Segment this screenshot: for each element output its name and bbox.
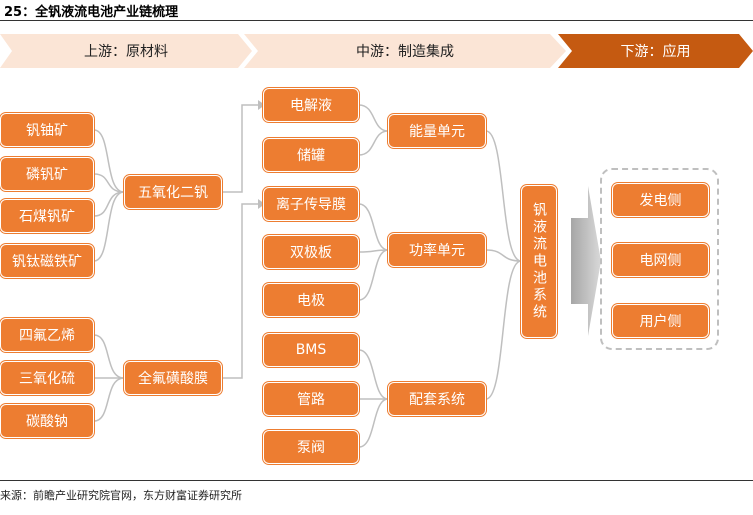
system-box: 钒液流电池系统 — [521, 185, 557, 338]
raw-material-box: 磷钒矿 — [0, 157, 94, 191]
raw-material-box: 碳酸钠 — [0, 404, 94, 438]
component-box: 泵阀 — [263, 430, 359, 464]
stage-upstream-banner: 上游：原材料 — [0, 34, 252, 68]
component-box: 离子传导膜 — [263, 187, 359, 221]
component-box: 电极 — [263, 283, 359, 317]
material-box-membrane: 全氟磺酸膜 — [124, 361, 222, 395]
unit-box-auxiliary: 配套系统 — [388, 382, 486, 416]
component-box: 电解液 — [263, 88, 359, 122]
material-box-vanadium-pentoxide: 五氧化二钒 — [124, 175, 222, 209]
raw-material-box: 钒钛磁铁矿 — [0, 244, 94, 278]
application-box-user: 用户侧 — [612, 304, 709, 338]
unit-box-power: 功率单元 — [388, 233, 486, 267]
application-box-grid: 电网侧 — [612, 243, 709, 277]
component-box: 管路 — [263, 382, 359, 416]
stage-downstream-banner: 下游：应用 — [558, 34, 753, 68]
footer-divider — [0, 480, 753, 481]
raw-material-box: 石煤钒矿 — [0, 199, 94, 233]
source-note: 来源：前瞻产业研究院官网，东方财富证券研究所 — [0, 489, 242, 502]
raw-material-box: 三氧化硫 — [0, 361, 94, 395]
component-box: BMS — [263, 333, 359, 367]
component-box: 储罐 — [263, 138, 359, 172]
figure-title: 25：全钒液流电池产业链梳理 — [4, 5, 179, 20]
flow-arrow — [571, 186, 601, 336]
applications-frame — [600, 168, 719, 350]
unit-box-energy: 能量单元 — [388, 114, 486, 148]
raw-material-box: 四氟乙烯 — [0, 318, 94, 352]
stage-midstream-banner: 中游：制造集成 — [244, 34, 566, 68]
application-box-generation: 发电侧 — [612, 183, 709, 217]
raw-material-box: 钒铀矿 — [0, 113, 94, 147]
component-box: 双极板 — [263, 235, 359, 269]
title-divider — [0, 20, 753, 21]
